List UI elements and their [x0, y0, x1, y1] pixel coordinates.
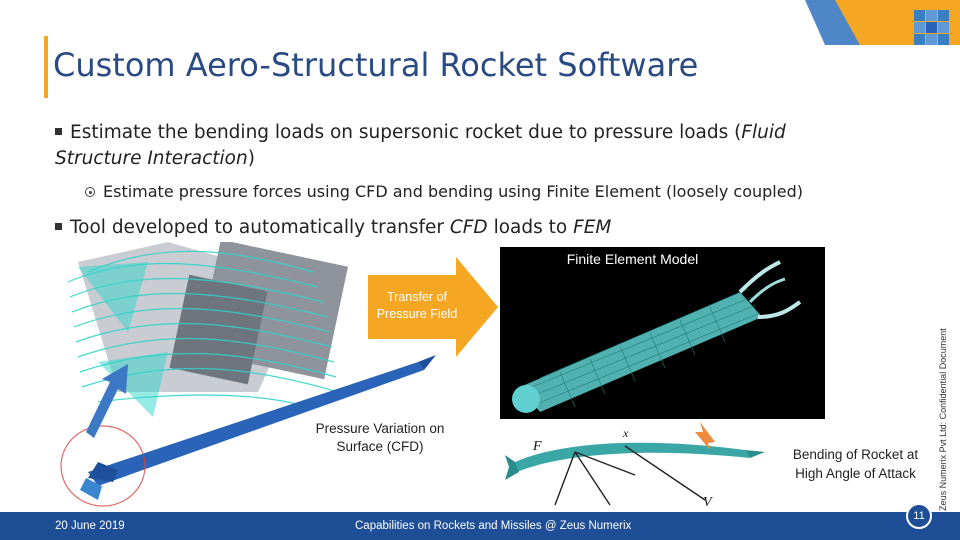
bullet-bending-loads: Estimate the bending loads on supersonic… [55, 120, 845, 172]
sub-bullet-icon [85, 187, 95, 197]
company-logo-icon [912, 8, 952, 48]
bullet1-italic-text: Fluid Structure Interaction [55, 122, 786, 169]
bullet1-end-text: ) [247, 148, 255, 169]
footer-bar [0, 512, 960, 540]
sub-bullet-text: Estimate pressure forces using CFD and b… [103, 182, 803, 201]
page-number: 11 [906, 503, 932, 529]
sub-bullet-cfd-fem: Estimate pressure forces using CFD and b… [85, 182, 803, 201]
transfer-arrow-label: Transfer of Pressure Field [376, 290, 458, 321]
footer-date: 20 June 2019 [55, 520, 125, 532]
bullet2-mid-text: loads to [487, 217, 574, 238]
title-accent-bar [44, 36, 48, 98]
bullet2-fem-text: FEM [573, 217, 612, 238]
cfd-label: Pressure Variation on Surface (CFD) [315, 421, 445, 454]
fem-model-image [500, 247, 825, 419]
bending-label: Bending of Rocket at High Angle of Attac… [792, 447, 919, 481]
axis-symbol: x [622, 426, 629, 440]
bullet-square-icon [55, 223, 62, 230]
force-symbol: F [532, 439, 542, 454]
transfer-arrow-icon [368, 257, 498, 357]
cfd-rocket-image [58, 239, 448, 512]
bullet1-text: Estimate the bending loads on supersonic… [70, 122, 742, 143]
fem-model-label: Finite Element Model [566, 251, 699, 267]
confidential-note: © Zeus Numerix Pvt Ltd: Confidential Doc… [938, 328, 948, 520]
bullet2-text: Tool developed to automatically transfer [70, 217, 450, 238]
bullet2-cfd-text: CFD [449, 217, 488, 238]
slide-title: Custom Aero-Structural Rocket Software [53, 46, 699, 84]
bullet-square-icon [55, 128, 62, 135]
bullet-tool-developed: Tool developed to automatically transfer… [55, 217, 611, 238]
bending-diagram-image: F x V [505, 420, 775, 512]
velocity-symbol: V [703, 495, 713, 510]
footer-caption: Capabilities on Rockets and Missiles @ Z… [355, 520, 632, 532]
